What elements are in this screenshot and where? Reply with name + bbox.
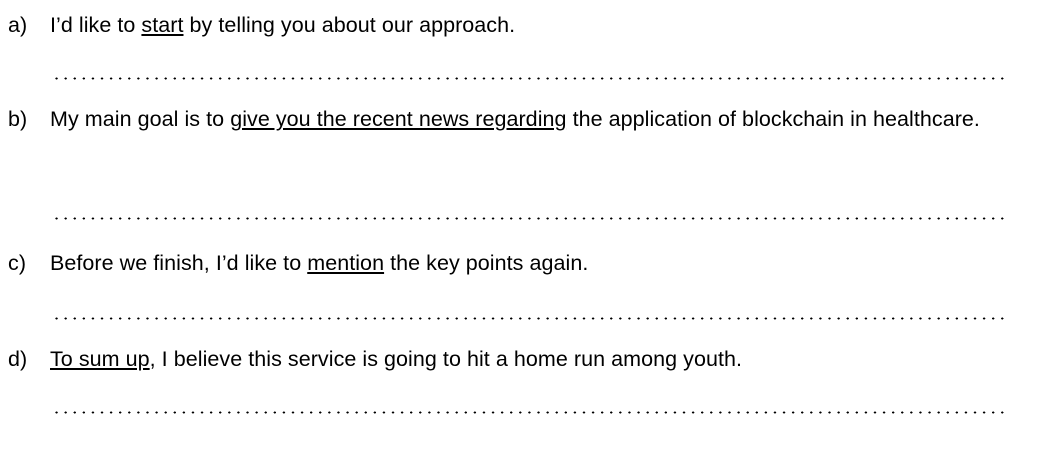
exercise-item-b: b) My main goal is to give you the recen…: [8, 100, 1040, 138]
item-marker-d: d): [8, 347, 28, 371]
sentence-segment: the key points again.: [384, 251, 589, 275]
answer-line-b[interactable]: [52, 217, 1010, 220]
sentence-segment: by telling you about our approach.: [183, 13, 516, 37]
item-row: b) My main goal is to give you the recen…: [8, 100, 1040, 138]
item-row: c) Before we finish, I’d like to mention…: [8, 244, 1040, 282]
exercise-item-c: c) Before we finish, I’d like to mention…: [8, 244, 1040, 282]
item-sentence-c: Before we finish, I’d like to mention th…: [50, 244, 1040, 282]
answer-line-c[interactable]: [52, 317, 1010, 320]
item-row: d) To sum up, I believe this service is …: [8, 340, 1040, 378]
sentence-segment: the application of blockchain in healthc…: [566, 107, 980, 131]
exercise-item-a: a) I’d like to start by telling you abou…: [8, 6, 1040, 44]
answer-line-a[interactable]: [52, 77, 1010, 80]
sentence-segment-underlined: start: [141, 13, 184, 37]
sentence-segment: , I believe this service is going to hit…: [149, 347, 743, 371]
exercise-item-d: d) To sum up, I believe this service is …: [8, 340, 1040, 378]
sentence-segment-underlined: mention: [307, 251, 385, 275]
answer-line-d[interactable]: [52, 411, 1010, 414]
sentence-segment: I’d like to: [50, 13, 142, 37]
sentence-segment: Before we finish, I’d like to: [50, 251, 308, 275]
item-sentence-d: To sum up, I believe this service is goi…: [50, 340, 1040, 378]
item-sentence-b: My main goal is to give you the recent n…: [50, 100, 1040, 138]
sentence-segment-underlined: give you the recent news regarding: [230, 107, 567, 131]
item-row: a) I’d like to start by telling you abou…: [8, 6, 1040, 44]
item-sentence-a: I’d like to start by telling you about o…: [50, 6, 1040, 44]
sentence-segment-underlined: To sum up: [50, 347, 150, 371]
item-marker-c: c): [8, 251, 27, 275]
item-marker-b: b): [8, 107, 28, 131]
item-marker-a: a): [8, 13, 28, 37]
sentence-segment: My main goal is to: [50, 107, 231, 131]
